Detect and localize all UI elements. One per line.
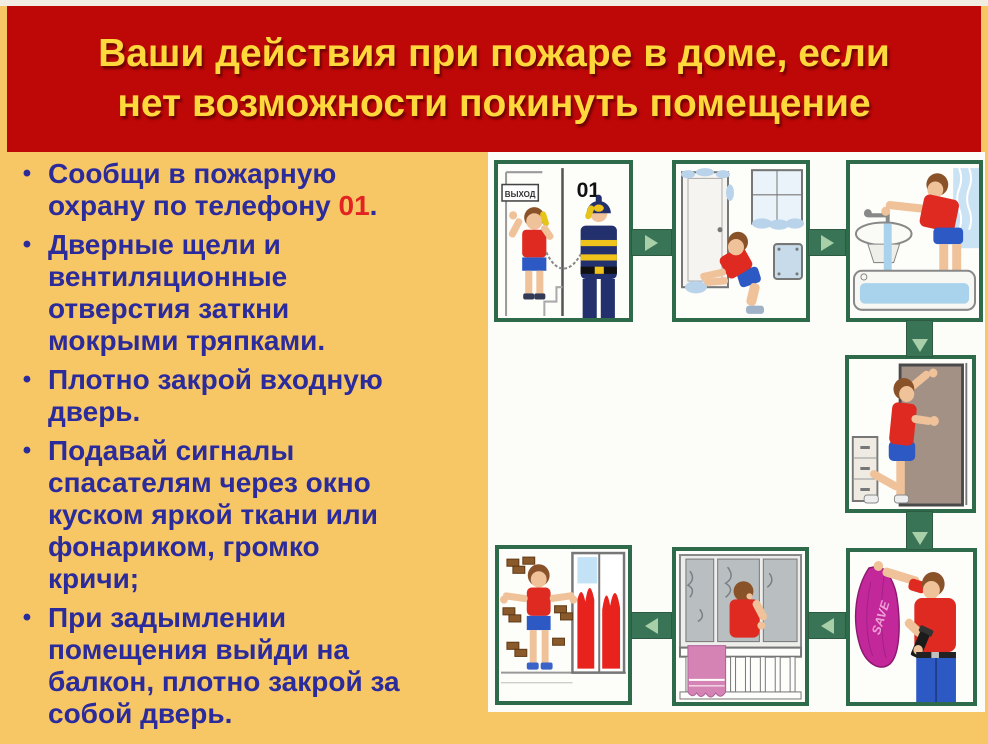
bullet-line: отверстия заткни: [48, 293, 290, 324]
bullet-line: балкон, плотно закрой за: [48, 666, 400, 697]
flame-icon: [577, 587, 595, 669]
bullet-item-call: • Сообщи в пожарную охрану по телефону 0…: [6, 158, 488, 222]
boy-figure-pushing-door: [863, 368, 939, 504]
bullet-item-balcony: • При задымлении помещения выйди на балк…: [6, 602, 488, 730]
illustration-call-fire-service: ВЫХОД 01: [501, 168, 617, 318]
page-title-line1: Ваши действия при пожаре в доме, если: [98, 32, 890, 75]
bullet-text: Сообщи в пожарную охрану по телефону 01.: [48, 158, 377, 222]
arrow-right-icon: [645, 234, 658, 251]
bullet-line: собой дверь.: [48, 698, 233, 729]
panel-call-fire-service: ВЫХОД 01: [494, 160, 633, 322]
panel-fill-bathtub: [846, 160, 983, 322]
boy-figure-kneeling: [685, 231, 764, 314]
bullet-line-part: охрану по телефону: [48, 190, 339, 221]
bullet-text: При задымлении помещения выйди на балкон…: [48, 602, 400, 730]
illustration-balcony-fire: [499, 551, 627, 684]
arrow-right-step1-step2: [631, 229, 672, 256]
bullet-line: куском яркой ткани или: [48, 499, 378, 530]
illustration-close-door: [851, 363, 968, 507]
panel-signal-cloth-flashlight: SAVE: [846, 548, 977, 706]
phone-number-highlight: 01: [338, 190, 370, 221]
bright-cloth: SAVE: [854, 565, 900, 668]
firefighter-figure: [580, 194, 617, 318]
panel-close-door: [845, 355, 976, 513]
arrow-left-icon: [645, 617, 658, 634]
phone-handset-icon: [585, 205, 595, 220]
bullet-dot: •: [22, 604, 32, 631]
bullet-line: Подавай сигналы: [48, 435, 295, 466]
illustration-seal-gaps: [681, 168, 804, 314]
panel-balcony-fire: [495, 545, 632, 705]
bullet-item-close-door: • Плотно закрой входную дверь.: [6, 364, 488, 428]
bullet-item-signal: • Подавай сигналы спасателям через окно …: [6, 435, 488, 595]
illustration-signal-cloth: SAVE: [854, 561, 956, 702]
bullet-text: Подавай сигналы спасателям через окно ку…: [48, 435, 378, 595]
arrow-down-step3-step4: [906, 320, 933, 357]
arrow-down-step4-step5: [906, 511, 933, 550]
exit-sign: ВЫХОД: [501, 183, 540, 202]
water-stream: [883, 223, 892, 277]
burning-window: [571, 551, 626, 674]
panel-balcony-smoke: [672, 547, 809, 706]
stairs: [543, 286, 563, 316]
door: [681, 171, 729, 289]
arrow-right-step2-step3: [808, 229, 846, 256]
bullet-line: Дверные щели и: [48, 229, 281, 260]
page-title-line2: нет возможности покинуть помещение: [117, 82, 871, 125]
boy-figure-signaling: [873, 561, 956, 702]
illustration-fill-bathtub: [852, 167, 979, 311]
bullet-line: Сообщи в пожарную: [48, 158, 337, 189]
boy-figure-arms-spread: [499, 564, 578, 670]
header-band: Ваши действия при пожаре в доме, если не…: [7, 6, 981, 152]
bullet-dot: •: [22, 231, 32, 258]
arrow-down-icon: [911, 339, 928, 352]
bullet-dot: •: [22, 160, 32, 187]
exit-sign-text: ВЫХОД: [505, 190, 536, 199]
boy-figure-calling: [508, 207, 554, 300]
bullet-dot: •: [22, 366, 32, 393]
bullet-line: спасателям через окно: [48, 467, 371, 498]
bullet-item-seal-gaps: • Дверные щели и вентиляционные отверсти…: [6, 229, 488, 357]
cloth-at-door-gap: [685, 281, 707, 294]
arrow-left-step5-step6: [808, 612, 846, 639]
drawer-cabinet: [851, 436, 879, 502]
bullet-dot: •: [22, 437, 32, 464]
bullet-line: охрану по телефону 01.: [48, 190, 377, 222]
arrow-right-icon: [820, 234, 834, 251]
brick-debris: [502, 556, 573, 657]
bullet-line: помещения выйди на: [48, 634, 349, 665]
top-border-strip: [0, 0, 988, 6]
arrow-down-icon: [911, 532, 928, 545]
arrow-left-step6-step7: [631, 612, 672, 639]
pink-towel: [687, 645, 727, 698]
boy-figure-on-balcony: [729, 581, 768, 638]
panel-seal-gaps: [672, 160, 810, 322]
bullet-line: кричи;: [48, 563, 140, 594]
phone-number-label: 01: [577, 178, 601, 202]
bullet-line: дверь.: [48, 396, 141, 427]
bullet-line-part: .: [369, 190, 378, 221]
bullet-line: фонариком, громко: [48, 531, 320, 562]
flame-icon: [602, 593, 621, 669]
bathtub: [852, 269, 977, 311]
illustration-balcony-smoke: [678, 554, 803, 700]
vent-hatch: [773, 243, 803, 281]
bullet-line: мокрыми тряпками.: [48, 325, 326, 356]
window-sealed: [751, 169, 804, 230]
phone-handset-icon: [540, 211, 549, 227]
bullet-list: • Сообщи в пожарную охрану по телефону 0…: [6, 158, 488, 737]
boy-figure-leaning: [881, 173, 964, 275]
arrow-left-icon: [820, 617, 834, 634]
bullet-text: Дверные щели и вентиляционные отверстия …: [48, 229, 325, 357]
bullet-text: Плотно закрой входную дверь.: [48, 364, 383, 428]
bullet-line: вентиляционные: [48, 261, 288, 292]
wet-cloth-seals: [681, 168, 734, 201]
phone-cord: [545, 245, 586, 270]
bullet-line: Плотно закрой входную: [48, 364, 383, 395]
bullet-line: При задымлении: [48, 602, 287, 633]
